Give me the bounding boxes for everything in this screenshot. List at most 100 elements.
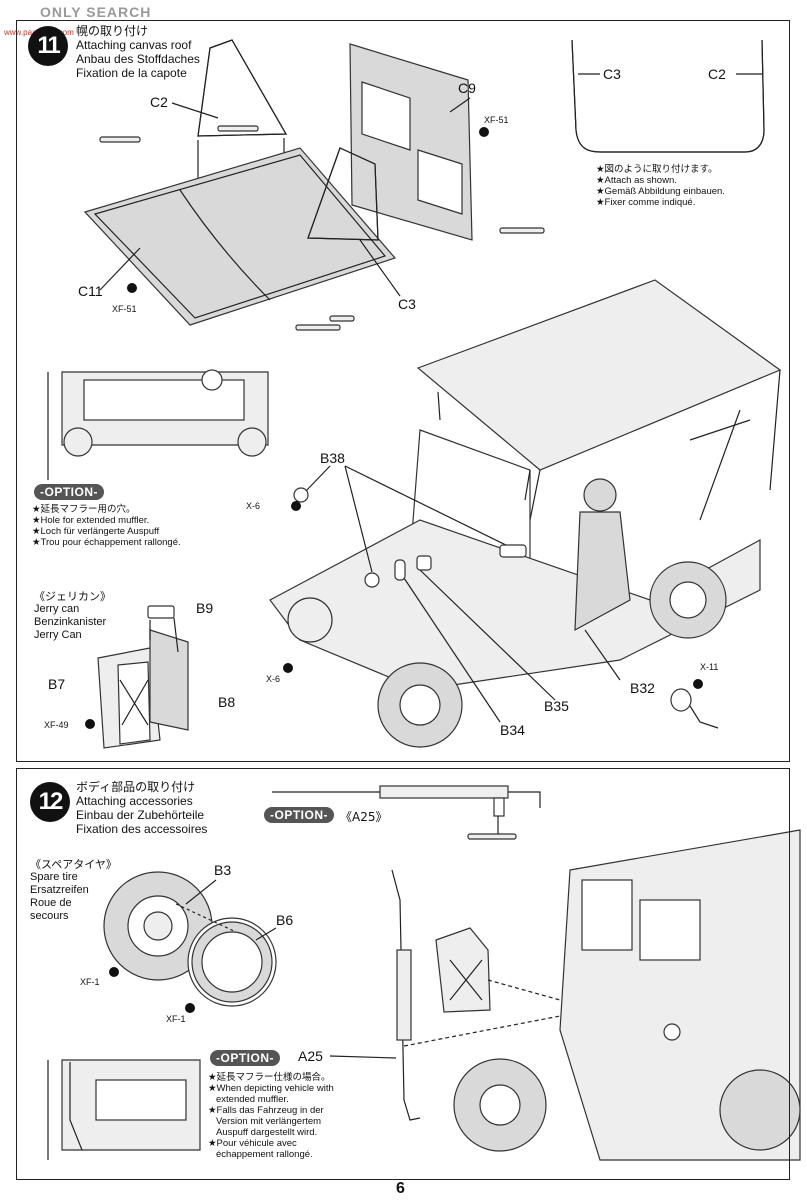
leader-c9	[449, 97, 471, 113]
label-b38: B38	[320, 450, 345, 466]
jerry-can-jp: 《ジェリカン》	[34, 590, 111, 603]
step-12-title-jp: ボディ部品の取り付け	[76, 780, 196, 794]
inset-label-c2: C2	[708, 66, 726, 82]
option-note-de: ★Loch für verlängerte Auspuff	[32, 526, 160, 537]
option-note-jp: ★延長マフラー用の穴。	[32, 504, 136, 515]
option-badge-step12: -OPTION-	[264, 807, 334, 823]
part-b35	[394, 559, 406, 581]
watermark-brand: ONLY SEARCH	[40, 4, 152, 20]
option-notes-step11: ★延長マフラー用の穴。 ★Hole for extended muffler. …	[32, 504, 181, 548]
spare-tire-title: 《スペアタイヤ》 Spare tire Ersatzreifen Roue de…	[30, 858, 117, 923]
option-badge-step11: -OPTION-	[34, 484, 104, 500]
label-c9: C9	[458, 80, 476, 96]
step-11-badge: 11	[28, 26, 68, 66]
step-12-title-fr: Fixation des accessoires	[76, 822, 208, 836]
label-a25: A25	[298, 1048, 323, 1064]
step-12-title-en: Attaching accessories	[76, 794, 193, 808]
bow-c3-part	[307, 147, 379, 241]
step-11-frame	[16, 20, 790, 762]
exhaust-a25-option-diagram	[272, 785, 541, 840]
mirror-part	[670, 679, 719, 729]
label-xf1-b: XF-1	[166, 1014, 186, 1024]
attach-note-fr: ★Fixer comme indiqué.	[596, 197, 696, 208]
label-c2: C2	[150, 94, 168, 110]
leader-c3	[359, 239, 401, 297]
part-b34	[416, 555, 432, 571]
step-11-title-jp: 幌の取り付け	[76, 24, 149, 38]
label-b7: B7	[48, 676, 66, 692]
roof-c11-part	[83, 147, 397, 326]
leader-c11	[99, 247, 141, 291]
inset-label-c3: C3	[603, 66, 621, 82]
label-xf1-a: XF-1	[80, 977, 100, 987]
jeep-assembly-diagram	[269, 279, 782, 748]
part-b38-left	[293, 487, 309, 503]
label-x11: X-11	[700, 662, 719, 672]
part-b38-right	[499, 544, 527, 558]
step-11-title-fr: Fixation de la capote	[76, 66, 187, 80]
label-xf49: XF-49	[44, 720, 69, 730]
label-xf51-a: XF-51	[484, 115, 509, 125]
label-c3: C3	[398, 296, 416, 312]
label-b34: B34	[500, 722, 525, 738]
opt12-note-5: Auspuff dargestellt wird.	[216, 1127, 318, 1138]
leader-b38-a	[304, 465, 331, 493]
jerry-can-en: Jerry can	[34, 603, 80, 615]
label-b9: B9	[196, 600, 214, 616]
spare-tire-fr2: secours	[30, 910, 69, 922]
paint-dot-x6-b	[283, 663, 293, 673]
jeep-rear-assembly	[329, 829, 801, 1161]
label-b3: B3	[214, 862, 232, 878]
opt12-note-1: ★When depicting vehicle with	[208, 1083, 334, 1094]
leader-b38-b	[344, 465, 373, 573]
option-note-fr: ★Trou pour échappement rallongé.	[32, 537, 181, 548]
part-b38-mid	[364, 572, 380, 588]
rear-exhaust-inset	[47, 1059, 201, 1160]
attach-notes: ★図のように取り付けます。 ★Attach as shown. ★Gemäß A…	[596, 164, 725, 208]
paint-dot-xf51-a	[479, 127, 489, 137]
rear-panel-c9-part	[349, 43, 473, 241]
opt12-note-3: ★Falls das Fahrzeug in der	[208, 1105, 324, 1116]
spare-tire-diagram	[103, 871, 277, 1013]
jerry-can-diagram	[85, 605, 189, 749]
jerry-can-fr: Jerry Can	[34, 629, 82, 641]
label-b32: B32	[630, 680, 655, 696]
step-12-title-de: Einbau der Zubehörteile	[76, 808, 205, 822]
step-11-title: 幌の取り付け Attaching canvas roof Anbau des S…	[76, 24, 200, 80]
paint-dot-x6-a	[291, 501, 301, 511]
opt12-note-7: échappement rallongé.	[216, 1149, 313, 1160]
opt12-note-4: Version mit verlängertem	[216, 1116, 322, 1127]
attach-note-en: ★Attach as shown.	[596, 175, 677, 186]
step-11-title-de: Anbau des Stoffdaches	[76, 52, 200, 66]
spare-tire-en: Spare tire	[30, 871, 78, 883]
attach-note-de: ★Gemäß Abbildung einbauen.	[596, 186, 725, 197]
opt12-note-6: ★Pour véhicule avec	[208, 1138, 297, 1149]
spare-tire-de: Ersatzreifen	[30, 884, 89, 896]
attach-note-jp: ★図のように取り付けます。	[596, 164, 718, 175]
spare-tire-fr1: Roue de	[30, 897, 72, 909]
inset-bows-diagram	[571, 39, 765, 153]
opt12-note-2: extended muffler.	[216, 1094, 289, 1105]
leader-b32	[584, 629, 621, 681]
page-number: 6	[396, 1180, 405, 1197]
leader-b34	[399, 571, 501, 723]
pin-icons	[99, 125, 545, 331]
rear-view-inset	[47, 369, 269, 480]
leader-b38-c	[344, 465, 513, 549]
step-12-frame	[16, 768, 790, 1180]
leader-b35	[419, 569, 556, 701]
step-12-title: ボディ部品の取り付け Attaching accessories Einbau …	[76, 780, 207, 836]
label-xf51-b: XF-51	[112, 304, 137, 314]
option-notes-step12: ★延長マフラー仕様の場合。 ★When depicting vehicle wi…	[208, 1072, 334, 1160]
label-c11: C11	[78, 283, 103, 299]
paint-dot-xf51-b	[127, 283, 137, 293]
label-b35: B35	[544, 698, 569, 714]
spare-tire-jp: 《スペアタイヤ》	[30, 858, 117, 871]
step-12-badge: 12	[30, 782, 70, 822]
label-b8: B8	[218, 694, 236, 710]
label-b6: B6	[276, 912, 294, 928]
jerry-can-title: 《ジェリカン》 Jerry can Benzinkanister Jerry C…	[34, 590, 111, 642]
opt12-note-0: ★延長マフラー仕様の場合。	[208, 1072, 331, 1083]
label-x6-b: X-6	[266, 674, 281, 684]
option-part-a25: 《A25》	[340, 810, 388, 824]
